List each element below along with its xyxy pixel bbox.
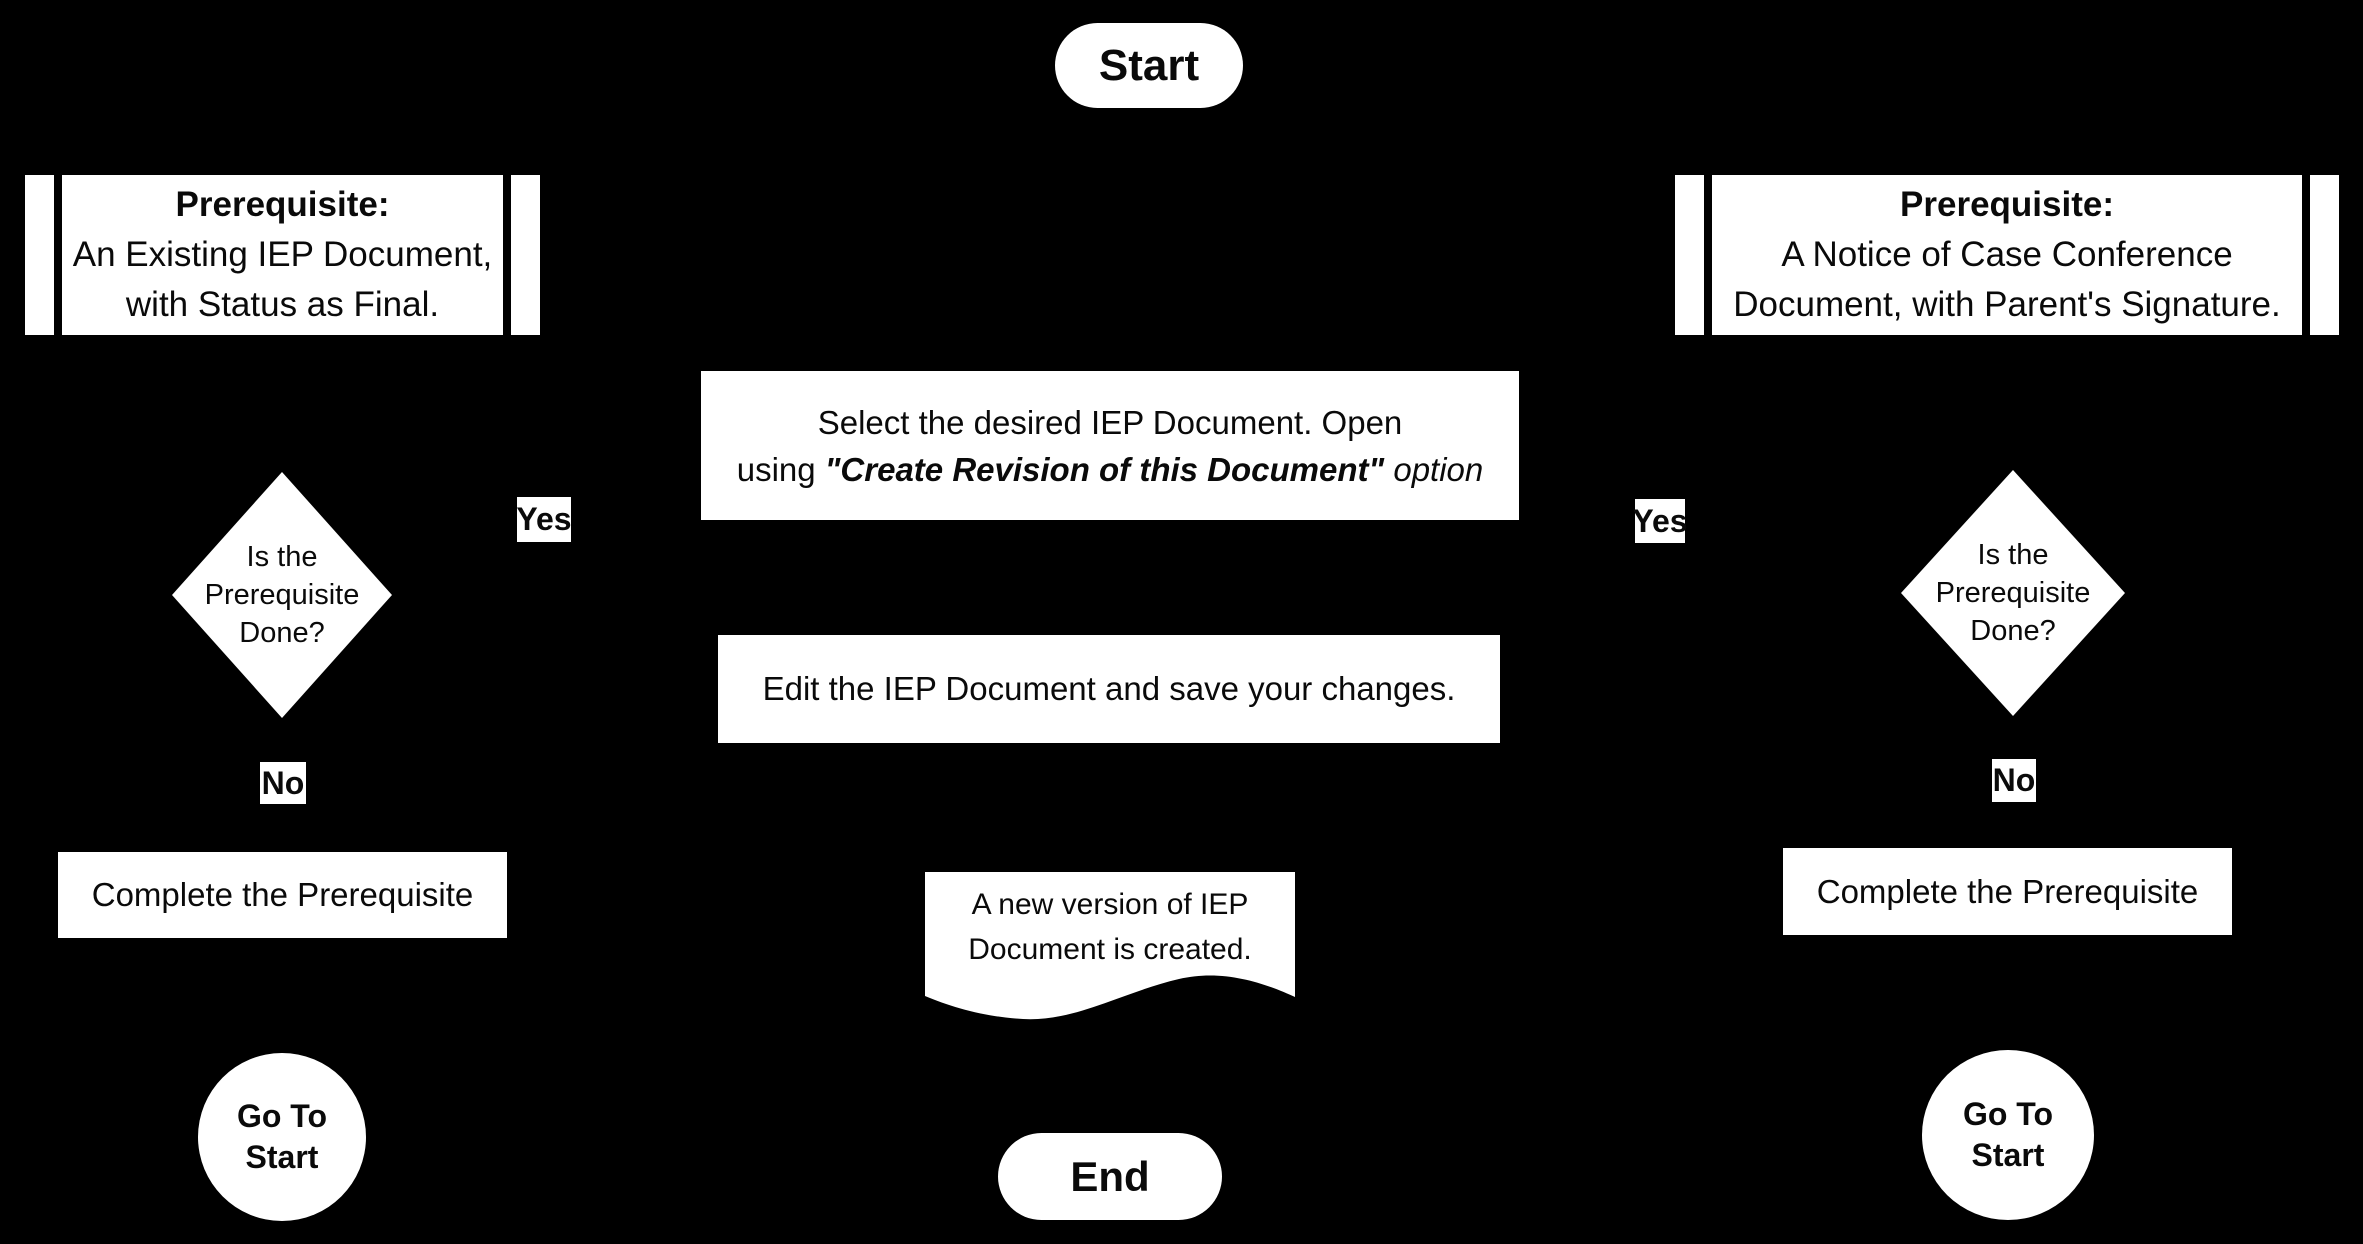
select-document-line2-suffix: option	[1384, 450, 1484, 488]
decision-left-line1: Is the	[246, 541, 318, 573]
edge-label-yes-left: Yes	[516, 497, 572, 542]
document-result-shape: A new version of IEP Document is created…	[925, 872, 1295, 1025]
select-document-line2: using "Create Revision of this Document"…	[737, 446, 1484, 493]
edge-label-yes-right: Yes	[1632, 499, 1688, 543]
goto-start-left-connector: Go To Start	[198, 1053, 366, 1221]
edit-document-label: Edit the IEP Document and save your chan…	[762, 670, 1456, 707]
decision-left-line2: Prerequisite	[204, 579, 360, 611]
prerequisite-right-predefined-process: Prerequisite: A Notice of Case Conferenc…	[1675, 175, 2339, 335]
prerequisite-left-title: Prerequisite:	[175, 185, 390, 224]
decision-left-line3: Done?	[239, 617, 325, 649]
start-label: Start	[1098, 40, 1200, 90]
goto-start-left-line2: Start	[245, 1139, 319, 1175]
select-document-line1: Select the desired IEP Document. Open	[817, 403, 1403, 441]
document-wave-shape	[925, 872, 1295, 1020]
end-label: End	[1070, 1152, 1150, 1200]
goto-start-right-connector: Go To Start	[1922, 1050, 2094, 1220]
decision-right-diamond: Is the Prerequisite Done?	[1901, 470, 2125, 716]
decision-right-line3: Done?	[1970, 615, 2056, 647]
goto-start-right-line2: Start	[1971, 1137, 2045, 1173]
select-document-process-node: Select the desired IEP Document. Open us…	[701, 371, 1519, 520]
prerequisite-right-line1: A Notice of Case Conference	[1781, 235, 2233, 274]
decision-right-line2: Prerequisite	[1935, 577, 2091, 609]
select-document-line2-prefix: using	[736, 450, 825, 488]
prerequisite-left-predefined-process: Prerequisite: An Existing IEP Document, …	[25, 175, 540, 335]
prerequisite-right-title: Prerequisite:	[1900, 185, 2114, 224]
edge-label-no-left: No	[260, 762, 306, 804]
complete-prerequisite-left-node: Complete the Prerequisite	[58, 852, 507, 938]
document-result-line2: Document is created.	[968, 933, 1252, 966]
prerequisite-left-line2: with Status as Final.	[125, 285, 440, 324]
complete-prerequisite-left-label: Complete the Prerequisite	[91, 876, 474, 913]
prerequisite-right-line2: Document, with Parent's Signature.	[1733, 285, 2281, 324]
prerequisite-left-line1: An Existing IEP Document,	[72, 235, 493, 274]
goto-start-right-line1: Go To	[1962, 1096, 2054, 1132]
decision-right-line1: Is the	[1977, 539, 2049, 571]
decision-left-diamond: Is the Prerequisite Done?	[172, 472, 392, 718]
end-terminator-node: End	[998, 1133, 1222, 1220]
select-document-line2-emphasis: "Create Revision of this Document"	[824, 450, 1385, 488]
edge-label-no-right: No	[1992, 759, 2036, 802]
complete-prerequisite-right-node: Complete the Prerequisite	[1783, 848, 2232, 935]
document-result-line1: A new version of IEP	[971, 888, 1249, 921]
edit-document-process-node: Edit the IEP Document and save your chan…	[718, 635, 1500, 743]
document-result-text: A new version of IEP Document is created…	[925, 882, 1295, 972]
complete-prerequisite-right-label: Complete the Prerequisite	[1816, 872, 2199, 910]
goto-start-left-line1: Go To	[236, 1098, 328, 1134]
start-terminator-node: Start	[1055, 23, 1243, 108]
